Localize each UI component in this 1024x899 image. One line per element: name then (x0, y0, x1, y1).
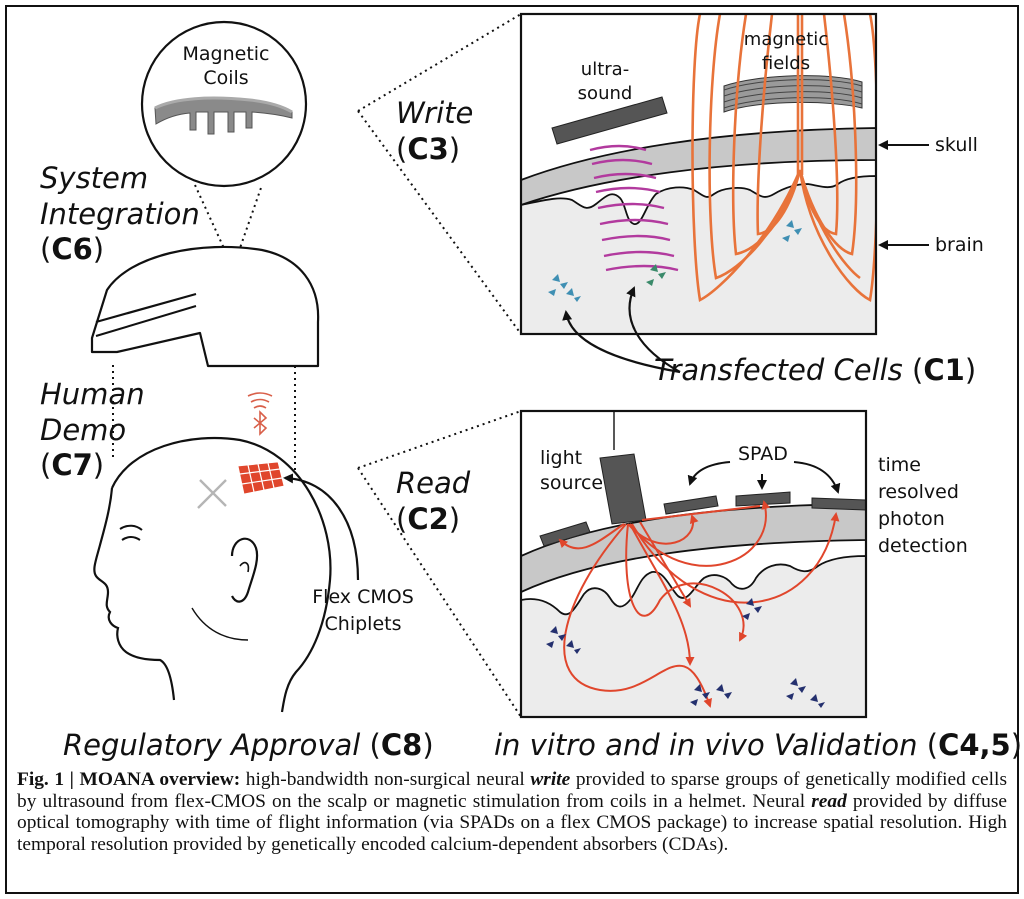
c7-code: C7 (51, 448, 93, 482)
c6-code: C6 (51, 232, 93, 266)
spad-detector (663, 495, 719, 515)
flex-cmos-label: Flex CMOS Chiplets (312, 586, 414, 635)
head-outline (93, 436, 332, 713)
write-panel (521, 14, 876, 334)
skull-label: skull (935, 134, 978, 156)
regulatory-text: Regulatory Approval (63, 728, 361, 762)
magnetic-coils-inset (140, 20, 308, 188)
c8-code: C8 (380, 728, 423, 762)
bluetooth-icon (247, 392, 273, 436)
read-code: (C2) (396, 502, 461, 536)
read-panel-border (519, 409, 868, 719)
flex-cmos-chiplet-grid (237, 461, 285, 495)
outer-border (5, 5, 1019, 894)
caption-text-2: provided to sparse groups of genetically… (17, 769, 1007, 812)
caption-text-3: provided by diffuse optical tomography w… (17, 790, 1007, 856)
light-source-label: light source (540, 447, 604, 494)
validation-text: in vitro and in vivo Validation (494, 728, 918, 762)
read-label: Read (396, 466, 471, 500)
write-panel-border (519, 12, 878, 336)
human-demo-code: (C7) (40, 448, 105, 482)
spad-detector (735, 491, 791, 507)
write-code: (C3) (396, 132, 461, 166)
c45-code: C4,5 (938, 728, 1011, 762)
caption-write: write (530, 769, 571, 790)
system-integration-code: (C6) (40, 232, 105, 266)
caption-fig-label: Fig. 1 | MOANA overview: (17, 769, 241, 790)
regulatory-approval-label: Regulatory Approval (C8) (63, 728, 434, 762)
transfected-cells-label: Transfected Cells (C1) (654, 353, 977, 387)
c2-code: C2 (407, 502, 449, 536)
ultrasound-transducer (551, 96, 668, 145)
write-label: Write (396, 96, 474, 130)
human-demo-label: Human Demo (40, 377, 145, 447)
spad-detector (539, 521, 591, 547)
magnetic-coil (723, 75, 863, 113)
read-panel (521, 411, 866, 717)
c3-code: C3 (407, 132, 449, 166)
brain-label: brain (935, 234, 984, 256)
magnetic-fields-label: magnetic fields (743, 29, 829, 74)
caption-read: read (811, 790, 847, 812)
validation-label: in vitro and in vivo Validation (C4,5) (494, 728, 1023, 762)
ear (230, 537, 259, 603)
caption-text-1: high-bandwidth non-surgical neural (240, 769, 531, 790)
time-resolved-label: time resolved photon detection (878, 454, 968, 557)
transfected-text: Transfected Cells (654, 353, 903, 387)
spad-detector (811, 497, 866, 511)
magnetic-coils-label: Magnetic Coils (182, 43, 270, 89)
system-integration-label: System Integration (40, 161, 200, 231)
helmet (90, 245, 320, 368)
spad-label: SPAD (738, 443, 788, 465)
c1-code: C1 (923, 353, 965, 387)
figure-caption: Fig. 1 | MOANA overview: high-bandwidth … (17, 769, 1007, 856)
ultrasound-label: ultra- sound (577, 59, 633, 104)
